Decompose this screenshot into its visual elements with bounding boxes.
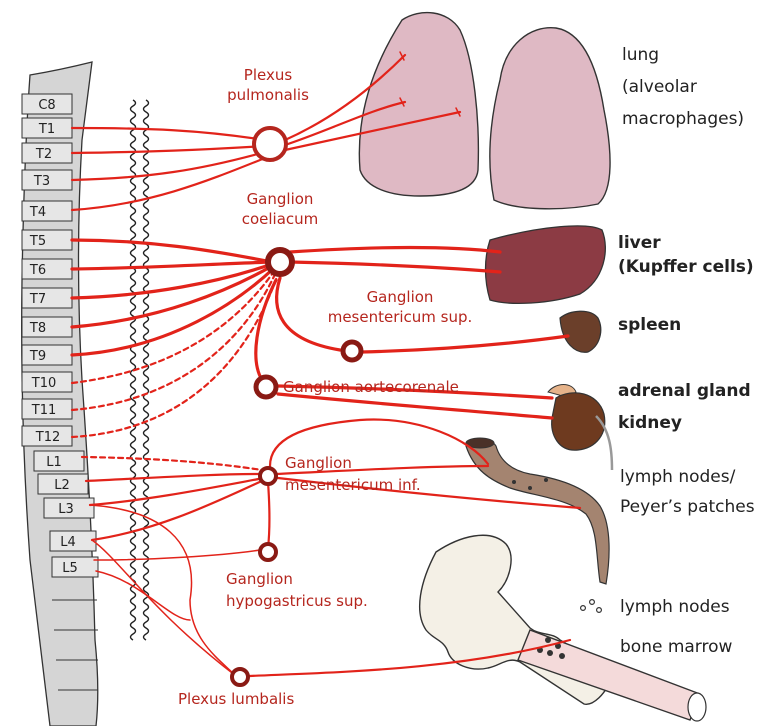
vertebra-c8: C8: [38, 98, 55, 113]
label-liver-2: (Kupffer cells): [618, 257, 754, 277]
kidney-illustration: [548, 385, 612, 471]
label-adrenal-gland: adrenal gland: [618, 381, 751, 401]
label-lung-2: (alveolar: [622, 77, 697, 97]
label-ganglion-hypogastricus-sup-2: hypogastricus sup.: [226, 592, 368, 610]
vertebra-l5: L5: [62, 561, 78, 576]
label-ganglion-mesentericum-sup-1: Ganglion: [367, 288, 434, 306]
label-ganglion-mesentericum-inf-2: mesentericum inf.: [285, 476, 421, 494]
label-ganglion-coeliacum-2: coeliacum: [242, 210, 319, 228]
vertebra-t10: T10: [31, 376, 56, 391]
label-lymph-nodes-peyer-2: Peyer’s patches: [620, 497, 755, 517]
vertebra-t5: T5: [29, 234, 46, 249]
vertebra-l3: L3: [58, 502, 74, 517]
vertebra-l4: L4: [60, 535, 76, 550]
vertebra-t4: T4: [29, 205, 46, 220]
lymph-nodes-icon: [581, 600, 602, 613]
liver-illustration: [486, 226, 606, 303]
label-ganglion-mesentericum-inf-1: Ganglion: [285, 454, 352, 472]
label-ganglion-mesentericum-sup-2: mesentericum sup.: [328, 308, 473, 326]
lung-illustration: [359, 13, 610, 209]
vertebra-t8: T8: [29, 321, 46, 336]
vertebra-t3: T3: [33, 174, 50, 189]
label-plexus-pulmonalis-2: pulmonalis: [227, 86, 309, 104]
vertebra-t7: T7: [29, 292, 46, 307]
vertebra-t6: T6: [29, 263, 46, 278]
bone-illustration: [420, 535, 706, 721]
label-kidney: kidney: [618, 413, 682, 433]
vertebra-t11: T11: [31, 403, 56, 418]
label-lung-3: macrophages): [622, 109, 744, 129]
label-plexus-pulmonalis-1: Plexus: [244, 66, 293, 84]
vertebra-t12: T12: [35, 430, 60, 445]
vertebra-l1: L1: [46, 455, 62, 470]
label-lymph-nodes-peyer-1: lymph nodes/: [620, 467, 736, 487]
label-liver-1: liver: [618, 233, 661, 253]
label-spleen: spleen: [618, 315, 681, 335]
vertebra-t2: T2: [35, 147, 52, 162]
spleen-illustration: [560, 311, 601, 352]
vertebra-t9: T9: [29, 349, 46, 364]
label-ganglion-aortecorenale: Ganglion aortecorenale: [283, 378, 459, 396]
vertebra-l2: L2: [54, 478, 70, 493]
label-lymph-nodes: lymph nodes: [620, 597, 730, 617]
label-ganglion-hypogastricus-sup-1: Ganglion: [226, 570, 293, 588]
label-bone-marrow: bone marrow: [620, 637, 733, 657]
label-lung-1: lung: [622, 45, 659, 65]
vertebra-t1: T1: [38, 122, 55, 137]
label-plexus-lumbalis: Plexus lumbalis: [178, 690, 294, 708]
label-ganglion-coeliacum-1: Ganglion: [247, 190, 314, 208]
